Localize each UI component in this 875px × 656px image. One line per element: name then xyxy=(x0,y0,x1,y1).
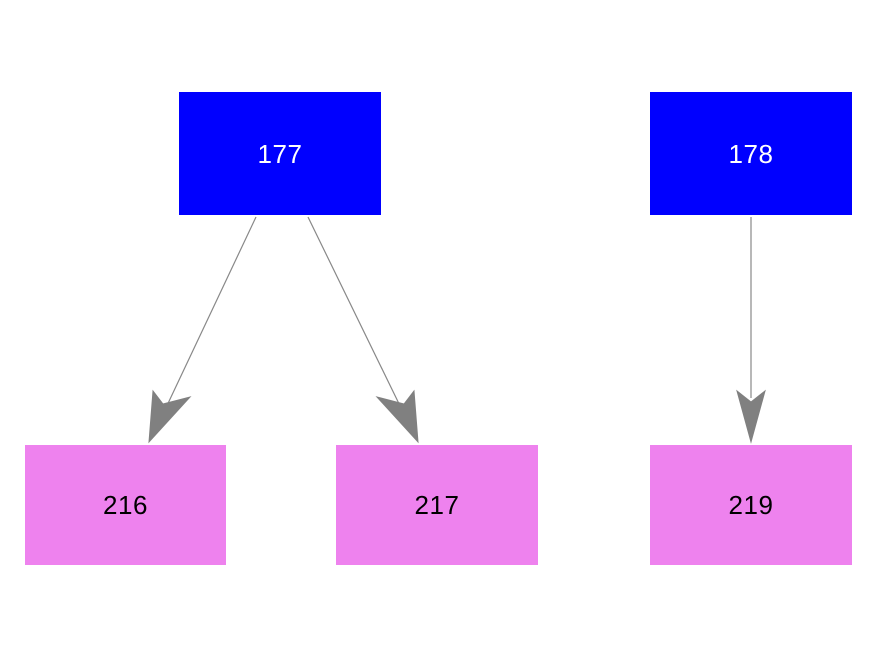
arrowhead-icon xyxy=(148,389,192,444)
node-219-label: 219 xyxy=(728,490,774,520)
node-216[interactable]: 216 xyxy=(25,445,226,565)
edge-177-216 xyxy=(148,216,257,444)
arrowhead-icon xyxy=(375,389,419,444)
node-177[interactable]: 177 xyxy=(179,92,381,215)
node-178-label: 178 xyxy=(728,138,774,169)
node-216-label: 216 xyxy=(103,490,148,520)
node-217[interactable]: 217 xyxy=(336,445,538,565)
edge-177-217 xyxy=(307,216,419,444)
node-217-label: 217 xyxy=(414,490,460,520)
node-219[interactable]: 219 xyxy=(650,445,852,565)
edge-178-219 xyxy=(736,217,766,444)
node-177-label: 177 xyxy=(257,138,303,169)
arrowhead-icon xyxy=(736,389,766,444)
node-178[interactable]: 178 xyxy=(650,92,852,215)
